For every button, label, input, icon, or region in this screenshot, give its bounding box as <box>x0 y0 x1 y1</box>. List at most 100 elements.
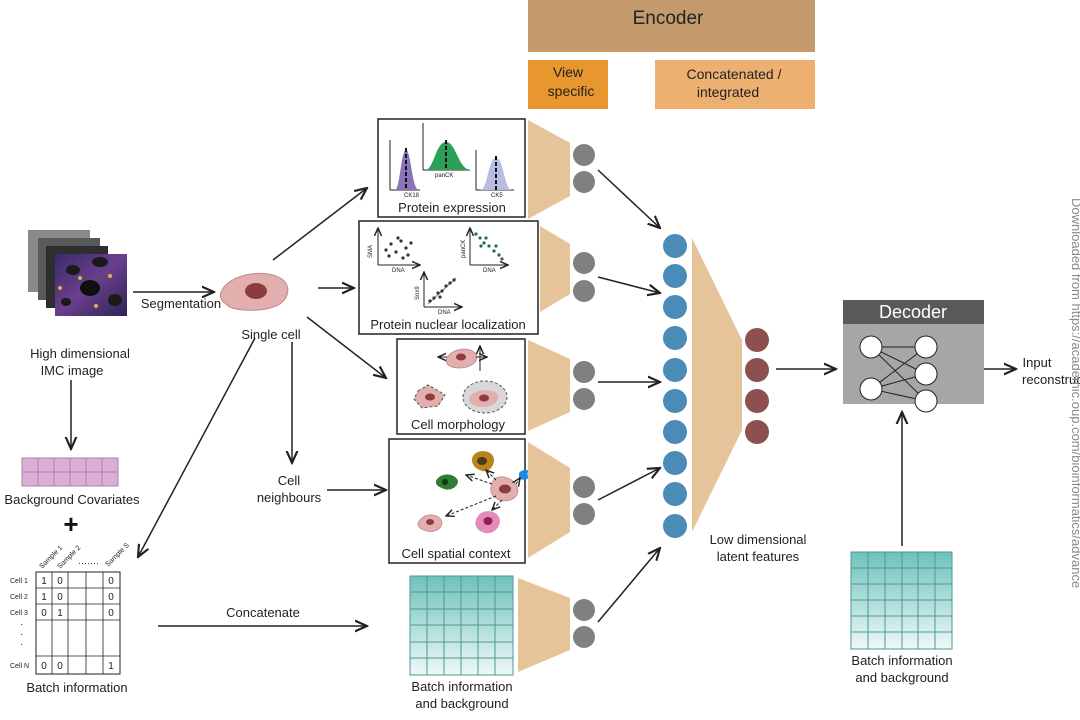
cell-spatial-context-panel: Cell spatial context <box>388 438 533 564</box>
cell-r1c5: 0 <box>108 576 114 587</box>
node-localization-1 <box>573 252 595 274</box>
dna-axis-label-3: DNA <box>438 310 451 316</box>
pank-axis-label: panCK <box>461 240 467 258</box>
decoder-title: Decoder <box>879 302 947 322</box>
sample-s-header: Sample S <box>104 542 131 569</box>
latent-node-4 <box>663 326 687 350</box>
row-label-dot-2: · <box>20 629 23 640</box>
row-label-dot-3: · <box>20 639 23 650</box>
node-batch-2 <box>573 626 595 648</box>
decoder-output-node-2 <box>914 362 938 386</box>
cell-rnc1: 0 <box>41 661 47 672</box>
latent-node-6 <box>663 389 687 413</box>
cell-r3c1: 0 <box>41 608 47 619</box>
cell-spatial-context-label: Cell spatial context <box>401 546 510 561</box>
funnel-batch <box>518 578 570 672</box>
cell-r1c2: 0 <box>57 576 63 587</box>
cell-r2c5: 0 <box>108 592 114 603</box>
cell-r3c5: 0 <box>108 608 114 619</box>
protein-expression-label: Protein expression <box>398 200 506 215</box>
decoder-output-node-1 <box>914 335 938 359</box>
batch-matrix: Sample 1 Sample 2 ······· Sample S Cell … <box>10 542 131 675</box>
download-watermark: Downloaded from https://academic.oup.com… <box>1069 198 1080 588</box>
output-node-3 <box>745 389 769 413</box>
decoder-hidden-node-2 <box>859 377 883 401</box>
decoder-output-node-3 <box>914 389 938 413</box>
row-label-dot-1: · <box>20 619 23 630</box>
imc-image-stack <box>28 230 127 316</box>
dna-axis-label-2: DNA <box>483 268 496 274</box>
cell-to-morphology-arrow <box>306 316 386 378</box>
view-specific-box <box>528 60 608 109</box>
single-cell-icon <box>219 272 289 311</box>
cell-neighbours-line1: Cell <box>278 473 301 488</box>
cell-to-batch-arrow <box>138 337 256 557</box>
node-batch-1 <box>573 599 595 621</box>
imc-label-line1: High dimensional <box>30 346 130 361</box>
segmentation-label: Segmentation <box>141 296 221 311</box>
cell-r3c2: 1 <box>57 608 63 619</box>
decoder-hidden-node-1 <box>859 335 883 359</box>
batch-to-latent-arrow <box>597 548 660 623</box>
latent-node-3 <box>663 295 687 319</box>
encoder-header <box>528 0 815 52</box>
view-specific-line2: specific <box>548 83 595 99</box>
plus-sign: + <box>63 509 78 539</box>
input-reconstruction-line2: reconstruction <box>1022 372 1080 387</box>
dna-axis-label-1: DNA <box>392 268 405 274</box>
single-cell-label: Single cell <box>241 327 300 342</box>
protein-localization-panel: SMA DNA panCK DNA Sox9 DNA Protein nucle… <box>358 220 539 335</box>
input-reconstruction-line1: Input <box>1023 355 1052 370</box>
batch-background-label-line2: and background <box>415 696 508 711</box>
batch-background-label-line1: Batch information <box>411 679 512 694</box>
cell-r2c2: 0 <box>57 592 63 603</box>
row-label-cell-3: Cell 3 <box>10 610 28 617</box>
background-covariates-grid <box>21 457 119 487</box>
concatenated-line2: integrated <box>697 84 759 100</box>
node-localization-2 <box>573 280 595 302</box>
latent-label-line2: latent features <box>717 549 800 564</box>
node-expression-2 <box>573 171 595 193</box>
concatenate-label: Concatenate <box>226 605 300 620</box>
sox9-axis-label: Sox9 <box>415 286 421 300</box>
row-label-cell-n: Cell N <box>10 663 29 670</box>
node-expression-1 <box>573 144 595 166</box>
decoder-block: Decoder <box>843 300 984 413</box>
batch-background-grid <box>409 575 514 676</box>
node-morphology-2 <box>573 388 595 410</box>
cell-r1c1: 1 <box>41 576 47 587</box>
batch-information-label: Batch information <box>26 680 127 695</box>
concatenated-box <box>655 60 815 109</box>
latent-node-9 <box>663 482 687 506</box>
protein-localization-label: Protein nuclear localization <box>370 317 525 332</box>
latent-label-line1: Low dimensional <box>710 532 807 547</box>
node-spatial-2 <box>573 503 595 525</box>
concatenated-line1: Concatenated / <box>687 66 782 82</box>
latent-node-2 <box>663 264 687 288</box>
panck-label: panCK <box>435 173 453 179</box>
funnel-integrated <box>692 238 742 532</box>
row-label-cell-2: Cell 2 <box>10 594 28 601</box>
protein-expression-panel: CK18 panCK CK5 Protein expression <box>377 118 526 218</box>
localization-to-latent-arrow <box>597 276 660 293</box>
cell-r2c1: 1 <box>41 592 47 603</box>
view-specific-line1: View <box>553 64 584 80</box>
funnel-expression <box>528 120 570 219</box>
cell-to-expression-arrow <box>272 188 367 261</box>
latent-node-1 <box>663 234 687 258</box>
output-node-4 <box>745 420 769 444</box>
cell-neighbours-line2: neighbours <box>257 490 322 505</box>
latent-node-7 <box>663 420 687 444</box>
output-node-2 <box>745 358 769 382</box>
cell-rnc2: 0 <box>57 661 63 672</box>
ck5-label: CK5 <box>491 193 503 199</box>
background-covariates-label: Background Covariates <box>4 492 140 507</box>
node-spatial-1 <box>573 476 595 498</box>
cell-morphology-label: Cell morphology <box>411 417 505 432</box>
latent-node-8 <box>663 451 687 475</box>
decoder-batch-label-line1: Batch information <box>851 653 952 668</box>
funnel-localization <box>540 226 570 312</box>
ck18-label: CK18 <box>404 193 420 199</box>
